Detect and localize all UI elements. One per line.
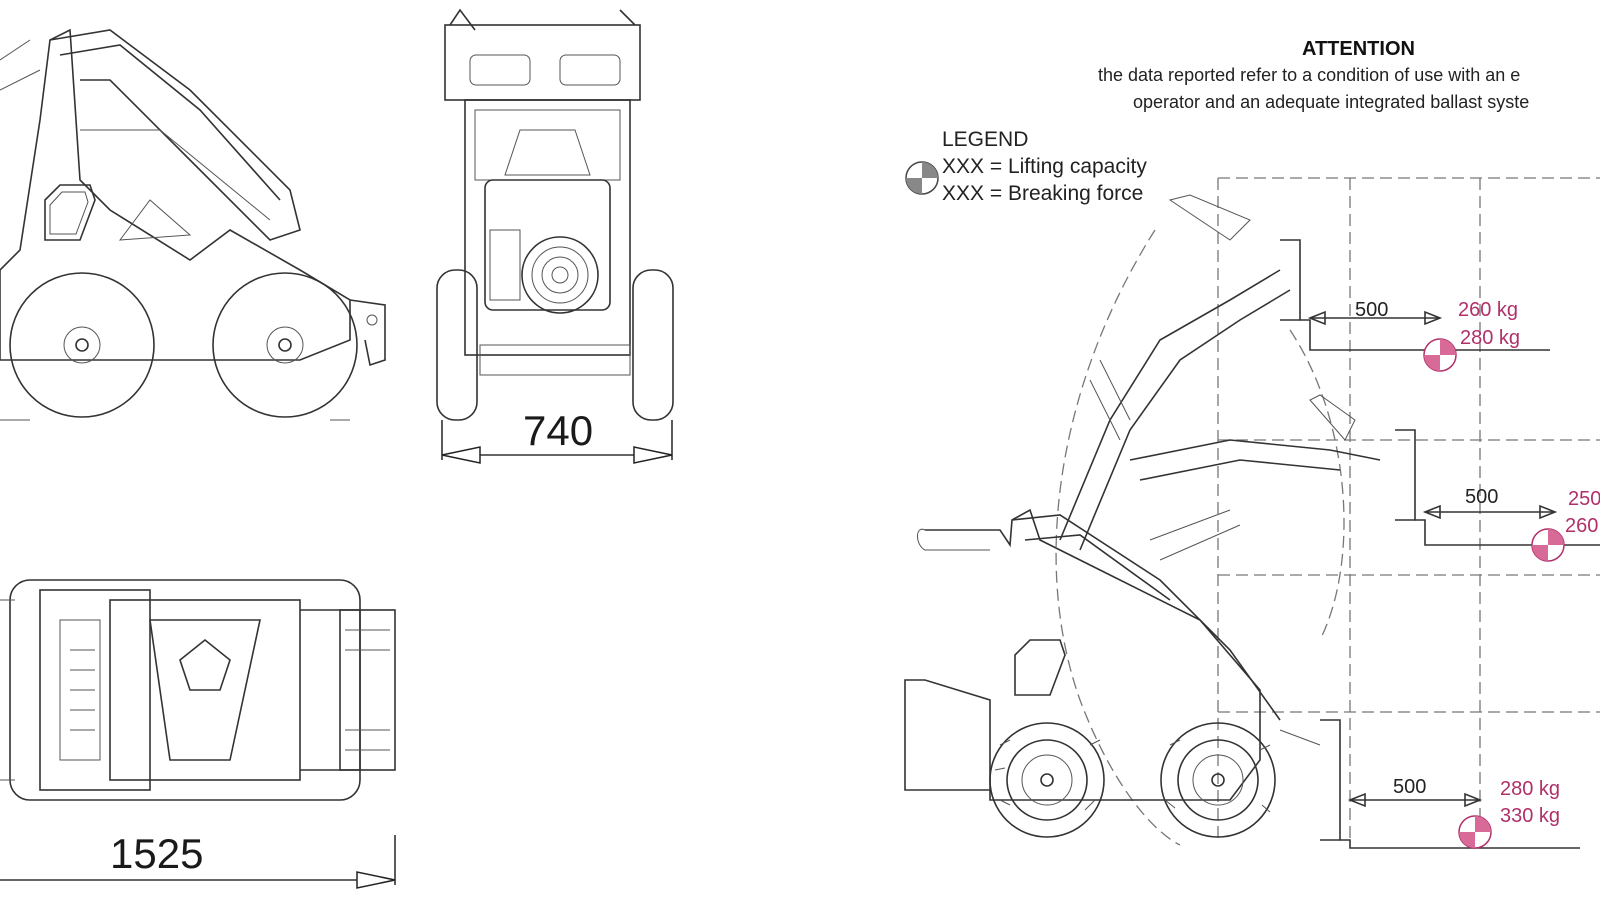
arm-position-mid: [1129, 394, 1600, 561]
attention-line-2: operator and an adequate integrated ball…: [1133, 92, 1529, 112]
breaking-force-3: 330 kg: [1500, 805, 1560, 827]
side-view-loader: [0, 28, 386, 421]
distance-label-1: 500: [1355, 299, 1388, 321]
load-center-marker-1: [1423, 338, 1457, 372]
top-length-dimension: 1525: [110, 830, 203, 877]
lifting-capacity-2: 250: [1568, 488, 1600, 510]
breaking-force-1: 280 kg: [1460, 327, 1520, 349]
breaking-force-2: 260: [1565, 515, 1598, 537]
loader-side-view-right: [904, 508, 1281, 838]
lifting-capacity-3: 280 kg: [1500, 778, 1560, 800]
legend-lifting: XXX = Lifting capacity: [942, 155, 1147, 178]
attention-line-1: the data reported refer to a condition o…: [1098, 65, 1520, 85]
front-width-dimension: 740: [523, 407, 593, 454]
dimension-arrows: [1307, 310, 1558, 808]
attention-title: ATTENTION: [1302, 38, 1415, 60]
legend-symbol-icon: [905, 161, 939, 195]
load-center-marker-2: [1531, 528, 1565, 562]
front-view-loader: [436, 8, 674, 464]
load-center-marker-3: [1458, 815, 1492, 849]
distance-label-3: 500: [1393, 776, 1426, 798]
distance-label-2: 500: [1465, 486, 1498, 508]
top-view-loader: [0, 579, 396, 889]
legend-title: LEGEND: [942, 128, 1028, 151]
capacity-grid: [1055, 177, 1600, 846]
arm-position-low: [1279, 719, 1580, 849]
legend-breaking: XXX = Breaking force: [942, 182, 1143, 205]
lifting-capacity-1: 260 kg: [1458, 299, 1518, 321]
